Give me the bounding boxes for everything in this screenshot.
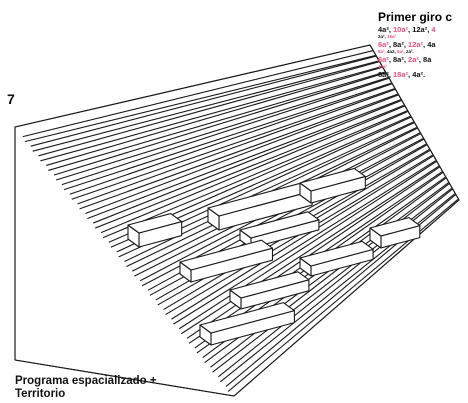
legend-value: 10a² xyxy=(393,25,409,34)
legend-value: 4 xyxy=(431,25,436,34)
terrace-riser xyxy=(173,160,436,325)
legend-value: , 8a², xyxy=(388,55,409,64)
block-edge xyxy=(369,44,460,201)
figure-caption: Programa espacializado +Territorio xyxy=(15,375,157,401)
legend-value: , 12a², xyxy=(408,25,432,34)
terrace-riser xyxy=(79,93,398,210)
terrace-step xyxy=(186,166,441,339)
legend-value: 6a² xyxy=(378,40,389,49)
legend-value: , 4a xyxy=(423,40,436,49)
terrace-riser xyxy=(102,110,408,239)
legend-value: , 8a², xyxy=(388,40,409,49)
legend-row: 8a², 18a², 4a². xyxy=(378,70,468,79)
terrace-riser xyxy=(87,99,401,219)
block-edge xyxy=(14,44,371,128)
legend-row: 10a² xyxy=(378,64,468,70)
legend-value: 4a², xyxy=(378,25,394,34)
terrace-step xyxy=(178,160,438,330)
terrace-step xyxy=(218,188,453,378)
caption-line-2: Territorio xyxy=(15,388,66,400)
terrace-riser xyxy=(55,77,389,181)
legend-value: , 4a². xyxy=(408,70,426,79)
programme-volume xyxy=(179,239,274,271)
block-edge xyxy=(14,359,235,397)
programme-volume xyxy=(239,211,320,239)
terrace-riser xyxy=(48,71,385,171)
terrace-step xyxy=(171,155,434,320)
legend-value: , 8a xyxy=(418,55,432,64)
legend-row: 5a², 4a2, 6a², 2a². xyxy=(378,49,468,55)
legend-row: 6a², 8a², 12a², 4a xyxy=(378,40,468,49)
terrace-riser xyxy=(24,55,376,143)
terrace-step xyxy=(38,61,380,157)
legend-row: 2a², 15a² xyxy=(378,34,468,40)
legend-value: 18a² xyxy=(393,70,409,79)
terrace-step xyxy=(46,66,383,166)
legend-value: 12a² xyxy=(408,40,424,49)
legend-value: 2a² xyxy=(408,55,419,64)
terrace-step xyxy=(100,105,406,234)
terrace-riser xyxy=(180,165,440,335)
legend-value: 4a2, xyxy=(387,49,398,54)
programme-volume xyxy=(127,213,183,234)
legend-value: 2a², xyxy=(378,34,388,39)
legend-value: 6a², xyxy=(397,49,407,54)
caption-line-1: Programa espacializado + xyxy=(15,375,157,387)
terrace-step xyxy=(69,83,393,195)
terrace-step xyxy=(53,72,387,176)
legend-value: 6a² xyxy=(378,55,389,64)
terrace-riser xyxy=(71,88,395,200)
legend-value: 5a², xyxy=(378,49,388,54)
legend-value: 8a², xyxy=(378,70,394,79)
legend-value: 2a². xyxy=(406,49,414,54)
programme-volume xyxy=(299,240,374,267)
programme-volume xyxy=(229,271,310,299)
legend-value: 10a² xyxy=(378,64,388,69)
programme-volume xyxy=(369,217,421,237)
terrace-riser xyxy=(40,66,382,162)
programme-volume xyxy=(199,302,295,334)
legend-row: 6a², 8a², 2a², 8a xyxy=(378,55,468,64)
legend-row: 4a², 10a², 12a², 4 xyxy=(378,25,468,34)
figure-number: 7 xyxy=(7,91,15,107)
terrace-step xyxy=(93,99,402,224)
terrace-step xyxy=(22,50,374,138)
terrace-step xyxy=(77,88,396,205)
terrace-step xyxy=(30,55,377,147)
block-edge xyxy=(233,199,460,397)
legend-value: 15a² xyxy=(387,34,397,39)
programme-volume xyxy=(299,167,366,192)
terrace-riser xyxy=(63,82,392,191)
terrace-riser xyxy=(95,104,404,229)
legend-title: Primer giro c xyxy=(378,10,453,24)
terrace-riser xyxy=(32,60,379,152)
terrace-step xyxy=(61,77,390,186)
terrace-step xyxy=(210,182,450,368)
terrace-step xyxy=(85,94,399,214)
